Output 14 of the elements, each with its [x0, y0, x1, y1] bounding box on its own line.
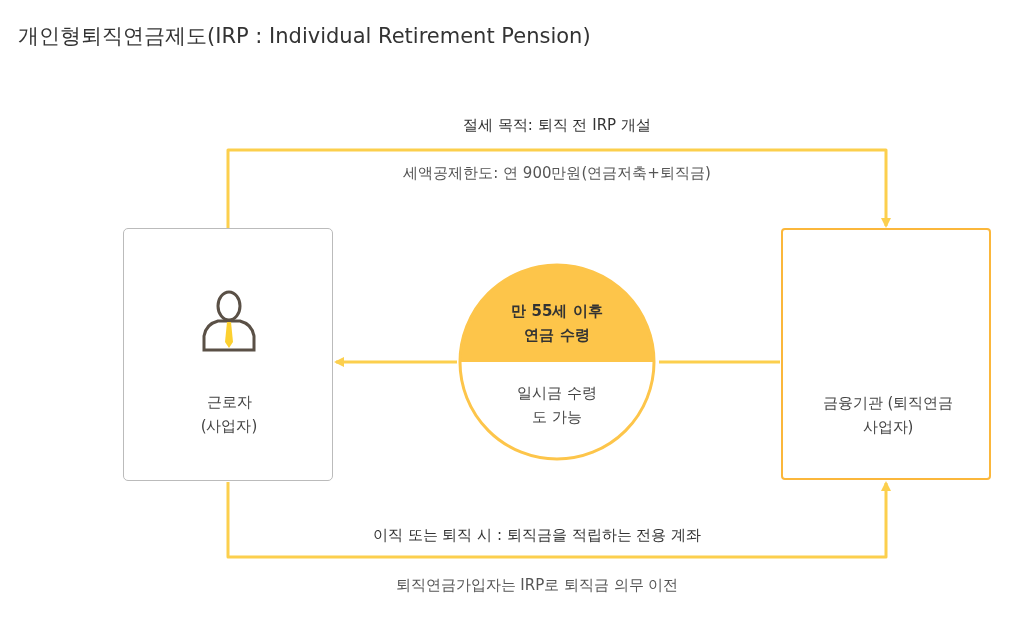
note-text: 퇴직연금가입자는 IRP로 퇴직금 의무 이전: [395, 575, 679, 595]
note-text: 세액공제한도: 연 900만원(연금저축+퇴직금): [403, 163, 711, 183]
arrow: [226, 148, 891, 228]
node-text: 일시금 수령도 가능: [516, 383, 598, 428]
info-circle: [458, 263, 656, 461]
title: 개인형퇴직연금제도(IRP : Individual Retirement Pension): [18, 23, 591, 50]
person-card: [123, 228, 333, 481]
node-text: 근로자 (사업자): [199, 392, 259, 437]
arrow: [334, 357, 457, 367]
node-text: 금융기관 (퇴직연금사업자): [821, 393, 955, 438]
arrow: [226, 481, 891, 559]
circle-heading: 만 55세 이후 연금 수령: [510, 301, 604, 346]
connector-line: [659, 360, 780, 364]
institution-card: [781, 228, 991, 480]
